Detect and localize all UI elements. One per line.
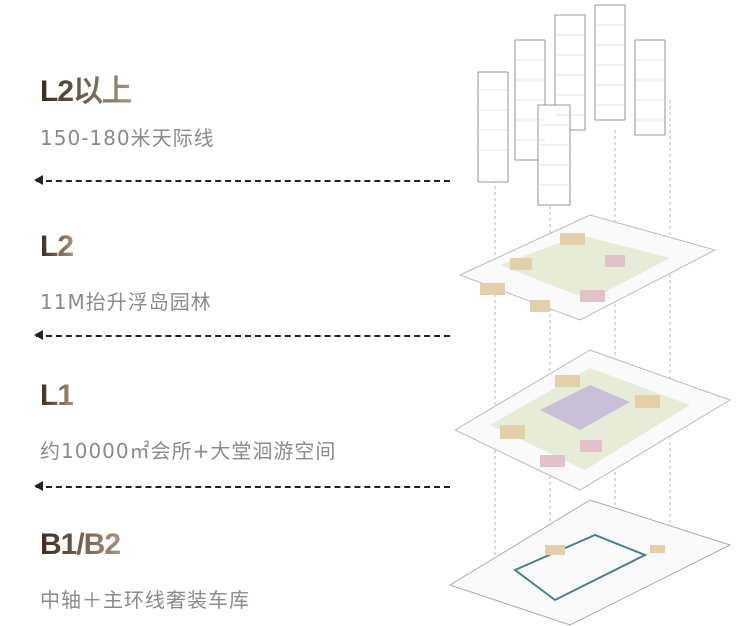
tower-floor-lines (478, 24, 665, 186)
arrow-l1 (34, 481, 450, 491)
towers (477, 4, 666, 206)
level-title-l1: L1 (40, 379, 74, 412)
axonometric-illustration (448, 4, 732, 626)
level-title-l2: L2 (40, 230, 74, 263)
level-title-b1b2: B1/B2 (40, 528, 121, 561)
arrow-l2 (34, 330, 450, 340)
plate-l1 (453, 349, 732, 491)
level-subtitle-l2-above: 150-180米天际线 (40, 126, 215, 150)
plate-b1b2 (448, 499, 732, 626)
level-subtitle-b1b2: 中轴＋主环线奢装车库 (40, 588, 250, 612)
level-subtitle-l2: 11M抬升浮岛园林 (40, 290, 212, 314)
plate-l2 (458, 214, 717, 321)
level-subtitle-l1: 约10000㎡会所+大堂洄游空间 (40, 439, 337, 463)
arrow-l2-above (34, 175, 450, 185)
level-title-l2-above: L2以上 (40, 66, 132, 110)
